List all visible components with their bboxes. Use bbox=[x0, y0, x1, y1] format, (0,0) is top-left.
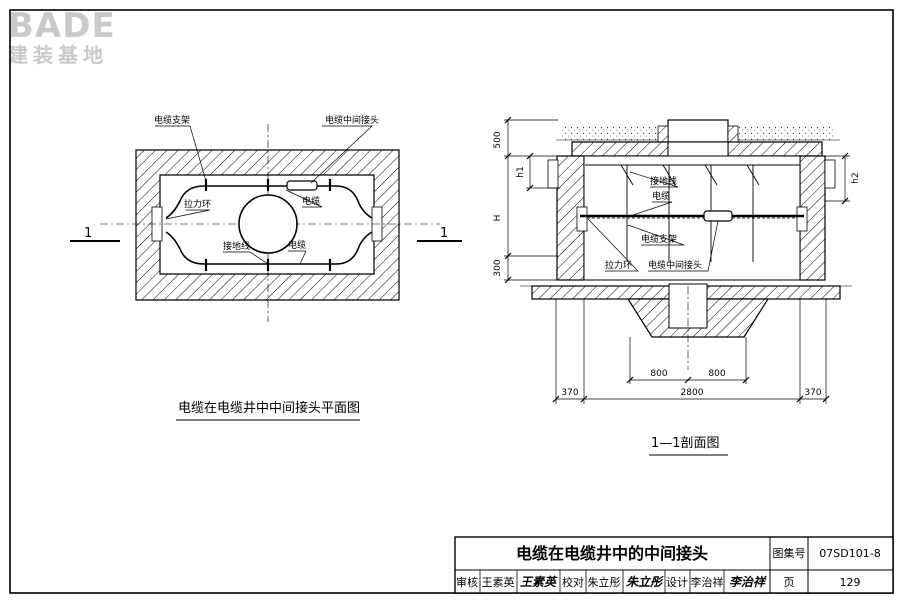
section-label-ground-wire: 接地线 bbox=[650, 175, 677, 187]
section-label-middle-joint: 电缆中间接头 bbox=[648, 259, 702, 271]
section-opening-left bbox=[576, 206, 588, 232]
section-mark-right: 1 bbox=[440, 226, 448, 241]
page-number: 129 bbox=[840, 576, 861, 589]
plan-label-pull-ring: 拉力环 bbox=[184, 198, 211, 210]
section-wall-step-left bbox=[547, 159, 559, 189]
title-block-frame bbox=[454, 536, 894, 594]
dim-h1: h1 bbox=[516, 166, 526, 177]
plan-caption: 电缆在电缆井中中间接头平面图 bbox=[178, 400, 360, 416]
plan-view: 1 1 电缆支架 电缆中间接头 拉力环 电缆 接地线 电缆 电缆在电缆井中 bbox=[70, 114, 462, 421]
check-name: 朱立彤 bbox=[588, 575, 621, 589]
section-label-cable: 电缆 bbox=[652, 190, 670, 202]
review-label: 审核 bbox=[456, 575, 478, 589]
review-signature: 王素英 bbox=[520, 575, 558, 589]
logo-brand: BADE bbox=[8, 6, 116, 46]
plan-middle-joint bbox=[286, 180, 318, 191]
dim-H: H bbox=[493, 215, 503, 222]
dim-h2: h2 bbox=[851, 172, 861, 183]
dim-500: 500 bbox=[493, 131, 503, 148]
section-manhole-neck bbox=[667, 119, 729, 143]
dim-370-right: 370 bbox=[804, 388, 821, 398]
plan-cable-top bbox=[165, 185, 373, 219]
dim-370-left: 370 bbox=[561, 388, 578, 398]
section-top-opening bbox=[667, 141, 729, 157]
review-name: 王素英 bbox=[482, 575, 515, 589]
section-neck-wall-right bbox=[727, 125, 739, 143]
bade-logo: BADE 建装基地 bbox=[8, 6, 116, 67]
section-neck-wall-left bbox=[657, 125, 669, 143]
title-block: 电缆在电缆井中的中间接头 图集号 07SD101-8 审核 王素英 王素英 校对… bbox=[454, 536, 894, 594]
dim-2800: 2800 bbox=[681, 388, 704, 398]
dim-800-left: 800 bbox=[650, 369, 667, 379]
plan-label-middle-joint: 电缆中间接头 bbox=[325, 114, 379, 126]
plan-label-cable-b: 电缆 bbox=[288, 239, 306, 251]
section-leaders bbox=[587, 171, 719, 272]
plan-label-cable-a: 电缆 bbox=[302, 195, 320, 207]
page-label: 页 bbox=[784, 576, 795, 589]
plan-label-ground-wire: 接地线 bbox=[223, 240, 250, 252]
check-signature: 朱立彤 bbox=[626, 575, 664, 589]
logo-subtitle: 建装基地 bbox=[8, 43, 108, 67]
section-dims-horizontal bbox=[555, 299, 827, 404]
section-opening-right bbox=[796, 206, 808, 232]
section-caption: 1—1剖面图 bbox=[651, 436, 720, 451]
drawing-title: 电缆在电缆井中的中间接头 bbox=[516, 544, 708, 563]
section-middle-joint bbox=[703, 210, 733, 222]
plan-leaders bbox=[155, 125, 373, 265]
plan-label-cable-support: 电缆支架 bbox=[154, 114, 190, 126]
dim-800-right: 800 bbox=[708, 369, 725, 379]
design-name: 李治祥 bbox=[691, 575, 724, 589]
section-dim-ticks bbox=[504, 116, 849, 284]
atlas-label: 图集号 bbox=[773, 546, 806, 560]
section-label-pull-ring: 拉力环 bbox=[605, 259, 632, 271]
design-label: 设计 bbox=[666, 576, 688, 589]
dim-300: 300 bbox=[493, 259, 503, 276]
design-signature: 李治祥 bbox=[729, 575, 767, 589]
section-wall-step-right bbox=[824, 159, 836, 189]
plan-manhole bbox=[238, 194, 298, 254]
section-dims-vertical bbox=[504, 119, 850, 281]
atlas-number: 07SD101-8 bbox=[819, 547, 880, 560]
plan-cable-bottom bbox=[165, 231, 373, 265]
check-label: 校对 bbox=[562, 575, 584, 589]
section-hdim-ticks bbox=[552, 376, 830, 403]
sheet-border bbox=[9, 9, 894, 594]
section-mark-left: 1 bbox=[84, 226, 92, 241]
section-view: 接地线 电缆 电缆支架 拉力环 电缆中间接头 500 h1 H 300 h2 bbox=[493, 116, 861, 456]
section-label-cable-support: 电缆支架 bbox=[641, 233, 677, 245]
